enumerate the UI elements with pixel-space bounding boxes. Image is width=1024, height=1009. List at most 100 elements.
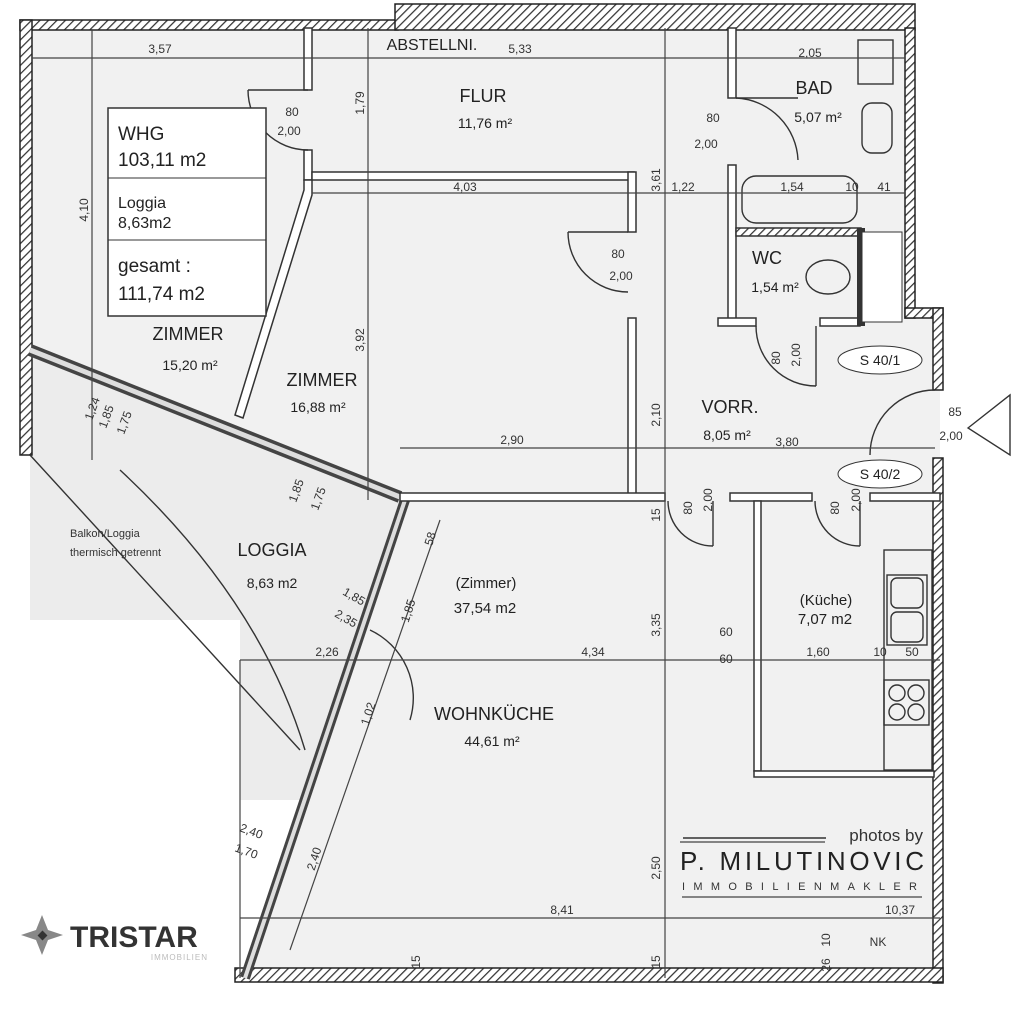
dim-label: 2,10 — [649, 403, 663, 427]
dim-label: 8,41 — [550, 903, 574, 917]
dim-label: 2,00 — [939, 429, 963, 443]
bathtub-icon — [741, 175, 858, 224]
room-area: 8,05 m² — [703, 427, 751, 443]
shaft — [861, 231, 903, 323]
outer-wall-right-lower — [932, 457, 944, 984]
photographer-watermark: photos by P. MILUTINOVIC IMMOBILIENMAKLE… — [680, 826, 924, 893]
stove-icon — [883, 679, 930, 726]
room-name: FLUR — [459, 86, 506, 106]
dim-label: 3,92 — [353, 328, 367, 352]
outer-wall-right-upper — [904, 27, 916, 319]
dim-label: 4,34 — [581, 645, 605, 659]
shaft-marker: S 40/1 — [860, 352, 901, 368]
loggia-area — [30, 345, 400, 800]
unit-area: 103,11 m2 — [118, 150, 206, 171]
dim-label: 80 — [611, 247, 625, 261]
dim-label: 10 — [873, 645, 887, 659]
dim-label: 26 — [819, 958, 833, 972]
outer-wall-bottom — [234, 967, 944, 983]
kitchen-sink-icon — [886, 574, 928, 646]
dim-label: 15 — [649, 955, 663, 969]
interior-walls — [234, 27, 941, 778]
washer-icon — [857, 39, 894, 85]
dim-label: 3,61 — [649, 168, 663, 192]
star-logo-icon — [21, 915, 63, 955]
shaft-marker: S 40/2 — [860, 466, 901, 482]
area-summary-box: WHG 103,11 m2 Loggia 8,63m2 gesamt : 111… — [107, 107, 267, 317]
dim-label: 41 — [877, 180, 891, 194]
dim-label: 5,33 — [508, 42, 532, 56]
photographer-prefix: photos by — [849, 826, 923, 845]
dim-label: 2,26 — [315, 645, 339, 659]
room-area: 16,88 m² — [290, 399, 346, 415]
dim-label: 3,57 — [148, 42, 172, 56]
dim-label: 80 — [769, 351, 783, 365]
dimension-lines — [32, 28, 940, 978]
dim-label: 2,40 — [304, 845, 325, 872]
dim-label: 15 — [409, 955, 423, 969]
dim-label: 4,10 — [77, 198, 91, 222]
total-label: gesamt : — [118, 256, 191, 277]
dim-label: 10,37 — [885, 903, 915, 917]
dim-label: 10 — [845, 180, 859, 194]
room-area: 5,07 m² — [794, 109, 842, 125]
dim-label: 2,00 — [849, 488, 863, 512]
loggia-boundary-curve — [29, 454, 301, 751]
loggia-note: Balkon/Loggia — [70, 528, 141, 540]
dim-label: 2,00 — [789, 343, 803, 367]
room-area: 44,61 m² — [464, 733, 520, 749]
dim-label: 3,80 — [775, 435, 799, 449]
dim-label: 1,85 — [398, 597, 419, 624]
room-name: (Küche) — [800, 592, 853, 609]
agency-sub: IMMOBILIEN — [151, 953, 208, 962]
nk-marker: NK — [870, 935, 887, 949]
dim-label: 2,00 — [609, 269, 633, 283]
dim-label: 2,05 — [798, 46, 822, 60]
room-name: WC — [752, 248, 782, 268]
loggia-note: thermisch getrennt — [70, 547, 161, 559]
unit-label: WHG — [118, 124, 164, 145]
loggia-label: Loggia — [118, 195, 166, 212]
dim-label: 3,35 — [649, 613, 663, 637]
dimension-labels: 3,57 5,33 2,05 4,03 1,22 1,54 10 41 2,90… — [77, 42, 963, 972]
dim-label: 1,22 — [671, 180, 695, 194]
room-labels: ZIMMER 15,20 m² ZIMMER 16,88 m² FLUR 11,… — [70, 37, 852, 749]
room-name: BAD — [795, 78, 832, 98]
dim-label: 50 — [905, 645, 919, 659]
dim-label: 2,00 — [701, 488, 715, 512]
room-name: ZIMMER — [153, 324, 224, 344]
dim-label: 4,03 — [453, 180, 477, 194]
dim-label: 60 — [719, 652, 733, 666]
room-name: VORR. — [701, 397, 758, 417]
dim-label: 85 — [948, 405, 962, 419]
outer-wall-right-mid — [932, 307, 944, 391]
dim-label: 1,54 — [780, 180, 804, 194]
room-name: ABSTELLNI. — [387, 37, 478, 54]
shaft-wall — [857, 228, 865, 326]
room-area: 1,54 m² — [751, 279, 799, 295]
sink-icon — [861, 102, 893, 154]
outer-wall-left — [19, 19, 33, 456]
dim-label: 1,60 — [806, 645, 830, 659]
dim-label: 2,00 — [277, 124, 301, 138]
dim-label: 80 — [285, 105, 299, 119]
dim-label: 2,00 — [694, 137, 718, 151]
room-area: 15,20 m² — [162, 357, 218, 373]
dim-label: 10 — [819, 933, 833, 947]
dim-label: 15 — [649, 508, 663, 522]
dim-label: 2,50 — [649, 856, 663, 880]
dim-label: 80 — [828, 501, 842, 515]
room-name: LOGGIA — [237, 540, 306, 560]
entrance-icon — [966, 393, 1011, 457]
room-name: WOHNKÜCHE — [434, 704, 554, 724]
dim-label: 80 — [681, 501, 695, 515]
dim-label: 60 — [719, 625, 733, 639]
agency-logo: TRISTAR IMMOBILIEN — [21, 915, 208, 962]
photographer-sub: IMMOBILIENMAKLER — [682, 881, 922, 893]
agency-name: TRISTAR — [70, 921, 198, 954]
outer-wall-top-right — [394, 3, 916, 31]
room-name: ZIMMER — [287, 370, 358, 390]
room-name: (Zimmer) — [456, 575, 517, 592]
room-area: 7,07 m2 — [798, 611, 852, 628]
